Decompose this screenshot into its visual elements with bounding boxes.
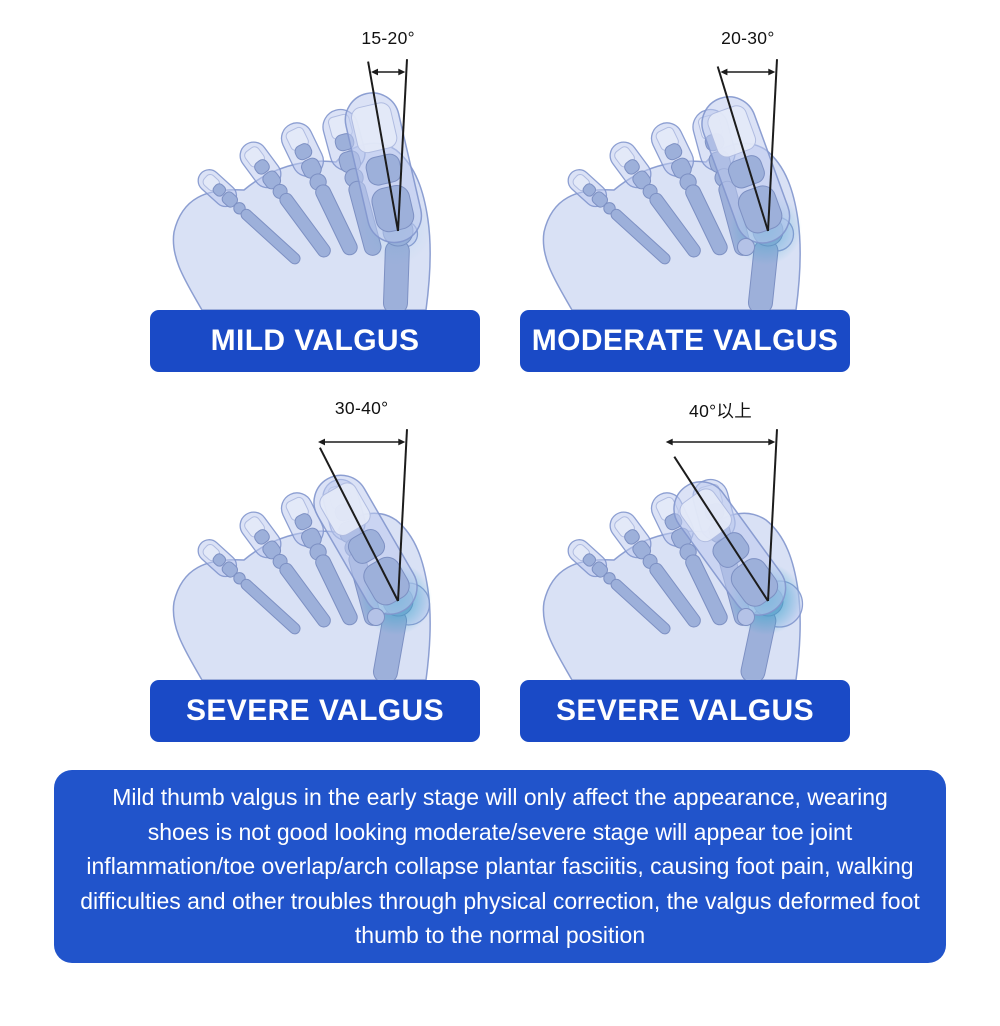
foot-illustration-severe-2: 40°以上 bbox=[520, 396, 850, 680]
caption-banner: SEVERE VALGUS bbox=[520, 680, 850, 742]
panel-severe-valgus-1: 30-40° SEVERE VALGUS bbox=[150, 396, 480, 742]
caption-text: SEVERE VALGUS bbox=[185, 694, 445, 727]
angle-range-arrow-icon bbox=[665, 438, 776, 446]
foot-xray-graphic bbox=[542, 429, 804, 680]
angle-indicator bbox=[318, 429, 408, 602]
page: 15-20° MILD VALGUS bbox=[0, 26, 1000, 963]
foot-xray-graphic bbox=[172, 429, 432, 680]
caption-text: MODERATE VALGUS bbox=[531, 324, 839, 357]
foot-xray-graphic bbox=[172, 59, 432, 310]
caption-banner: MILD VALGUS bbox=[150, 310, 480, 372]
caption-banner: SEVERE VALGUS bbox=[150, 680, 480, 742]
description-box: Mild thumb valgus in the early stage wil… bbox=[54, 770, 946, 963]
foot-illustration-mild: 15-20° bbox=[150, 26, 480, 310]
foot-illustration-severe-1: 30-40° bbox=[150, 396, 480, 680]
panel-moderate-valgus: 20-30° MODERATE VALGUS bbox=[520, 26, 850, 372]
caption-text: MILD VALGUS bbox=[210, 324, 420, 357]
angle-indicator bbox=[665, 429, 778, 602]
angle-range-arrow-icon bbox=[720, 68, 776, 76]
angle-label: 40°以上 bbox=[689, 401, 753, 421]
angle-range-arrow-icon bbox=[371, 68, 406, 76]
angle-indicator bbox=[716, 59, 778, 232]
caption-text: SEVERE VALGUS bbox=[555, 694, 815, 727]
angle-label: 15-20° bbox=[361, 28, 415, 48]
foot-illustration-moderate: 20-30° bbox=[520, 26, 850, 310]
angle-label: 30-40° bbox=[334, 398, 389, 418]
panel-severe-valgus-2: 40°以上 SEVERE VALGUS bbox=[520, 396, 850, 742]
angle-indicator bbox=[367, 59, 408, 232]
panel-mild-valgus: 15-20° MILD VALGUS bbox=[150, 26, 480, 372]
foot-xray-graphic bbox=[542, 59, 802, 310]
angle-range-arrow-icon bbox=[318, 438, 406, 446]
description-text: Mild thumb valgus in the early stage wil… bbox=[80, 784, 920, 948]
valgus-stage-grid: 15-20° MILD VALGUS bbox=[150, 26, 850, 742]
caption-banner: MODERATE VALGUS bbox=[520, 310, 850, 372]
angle-label: 20-30° bbox=[721, 28, 775, 48]
